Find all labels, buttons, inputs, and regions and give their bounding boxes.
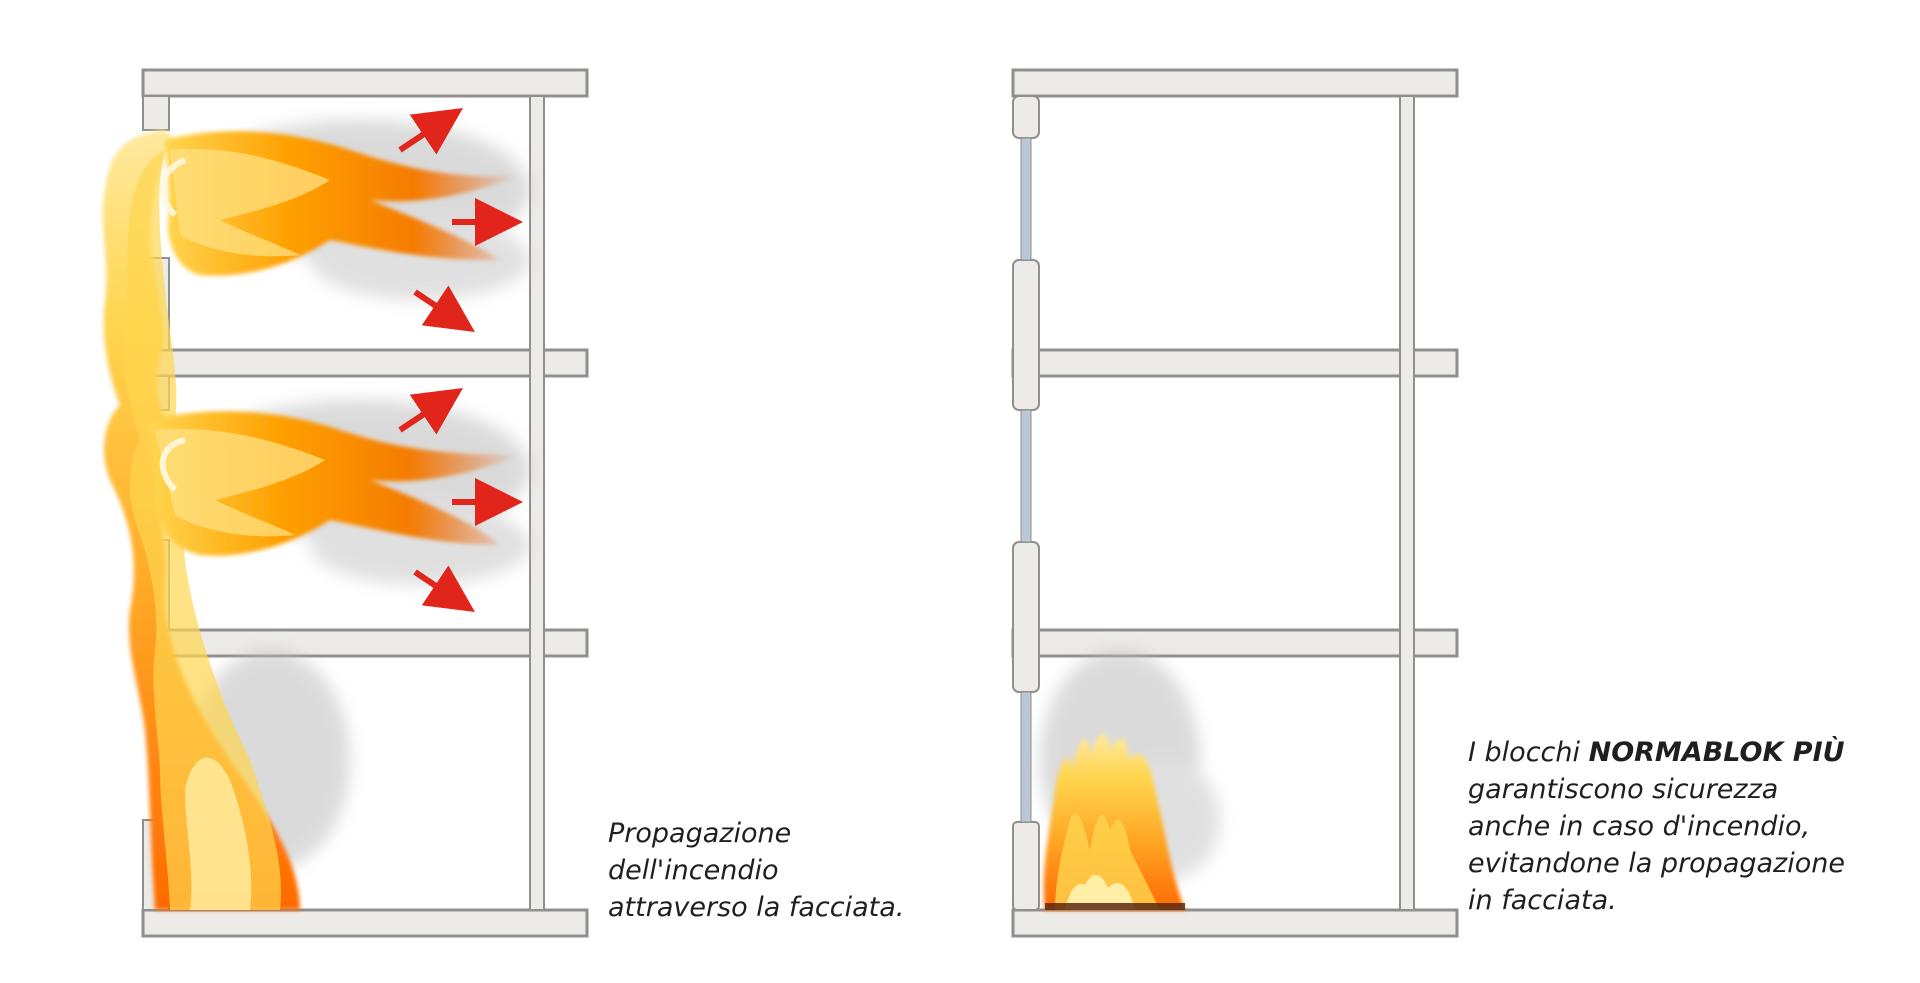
floor-slab-2 [141,628,589,658]
window-glass [1020,691,1032,823]
normablok-spandrel [1012,821,1040,911]
fire-icon [102,130,520,910]
normablok-spandrel [1012,259,1040,411]
window-glass [1020,137,1032,261]
roof-slab [141,68,589,98]
fire-icon [1043,733,1185,910]
back-wall [1399,95,1415,911]
window-glass [1020,409,1032,543]
roof-slab [1011,68,1459,98]
ground-slab [141,908,589,938]
left-building [141,68,589,938]
ground-slab [1011,908,1459,938]
floor-slab-3 [141,348,589,378]
caption-rest: garantiscono sicurezza anche in caso d'i… [1468,774,1845,916]
back-wall [529,95,545,911]
arrow-icon [398,108,523,612]
right-building [1011,68,1459,938]
normablok-spandrel [1012,95,1040,139]
brand-name: NORMABLOK PIÙ [1588,737,1845,768]
floor-slab-2 [1011,628,1459,658]
caption-normablok-protection: I blocchi NORMABLOK PIÙ garantiscono sic… [1468,734,1888,919]
caption-intro: I blocchi [1468,737,1589,768]
facade-spandrel [142,95,170,131]
normablok-spandrel [1012,541,1040,693]
floor-slab-3 [1011,348,1459,378]
caption-fire-propagation: Propagazione dell'incendio attraverso la… [608,818,905,923]
